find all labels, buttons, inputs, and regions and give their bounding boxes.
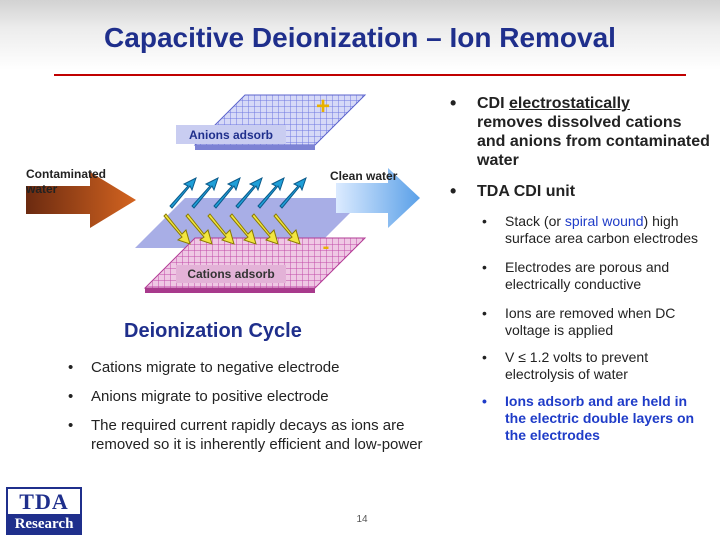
cation-arrow: [229, 213, 257, 245]
cdi-rest: removes dissolved cations and anions fro…: [477, 114, 710, 169]
tda-unit-label: TDA CDI unit: [477, 183, 576, 200]
cycle-bullet: Cations migrate to negative electrode: [68, 358, 428, 377]
tda-logo: TDA Research: [6, 487, 82, 535]
anion-label-box: [176, 125, 286, 144]
bullet-adsorb: Ions adsorb and are held in the electric…: [482, 393, 710, 444]
minus-sign: -: [323, 236, 330, 258]
stack-rest: ) high surface area carbon electrodes: [505, 213, 698, 246]
cation-arrow: [163, 213, 191, 245]
bullet-cdi: CDI electrostatically removes dissolved …: [450, 94, 710, 170]
cation-label-box: [176, 265, 286, 283]
cdi-link: electrostatically: [509, 95, 630, 112]
adsorb-text: Ions adsorb and are held in the electric…: [505, 393, 695, 443]
cdi-prefix: CDI: [477, 95, 509, 112]
anion-arrows: [169, 177, 307, 209]
cycle-bullets: Cations migrate to negative electrode An…: [68, 358, 428, 464]
anion-arrow: [279, 177, 307, 209]
inlet-arrow: [26, 172, 136, 228]
slide-title: Capacitive Deionization – Ion Removal: [104, 22, 616, 53]
cycle-bullet: The required current rapidly decays as i…: [68, 416, 428, 454]
cation-label: Cations adsorb: [187, 267, 274, 281]
bullet-tda-unit: TDA CDI unit: [450, 182, 710, 201]
cation-arrow: [251, 213, 279, 245]
anion-arrow: [169, 177, 197, 209]
cdi-diagram: Anions adsorb + Cations adsorb - Contami…: [25, 93, 420, 293]
title-divider: [54, 74, 686, 76]
outlet-label: Clean water: [330, 169, 398, 183]
cycle-bullet: Anions migrate to positive electrode: [68, 387, 428, 406]
anion-arrow: [213, 177, 241, 209]
anion-label: Anions adsorb: [189, 128, 273, 142]
inlet-label-1: Contaminated: [26, 167, 106, 181]
anion-arrow: [235, 177, 263, 209]
page-number: 14: [356, 514, 368, 525]
anion-arrow: [191, 177, 219, 209]
cation-arrow: [207, 213, 235, 245]
voltage-text: V ≤ 1.2 volts to prevent electrolysis of…: [505, 349, 649, 382]
removed-text: Ions are removed when DC voltage is appl…: [505, 305, 676, 338]
porous-text: Electrodes are porous and electrically c…: [505, 259, 670, 292]
logo-bottom: Research: [8, 514, 80, 534]
cation-arrow: [185, 213, 213, 245]
inlet-label-2: water: [25, 182, 58, 196]
cathode-edge: [145, 288, 315, 293]
bullet-removed: Ions are removed when DC voltage is appl…: [482, 305, 710, 339]
cycle-title: Deionization Cycle: [124, 320, 302, 342]
outlet-arrow: [336, 168, 420, 228]
anode-edge: [195, 145, 315, 150]
plus-sign: +: [316, 93, 330, 120]
stack-highlight: spiral wound: [564, 213, 644, 229]
stack-prefix: Stack (or: [505, 213, 565, 229]
anion-arrow: [257, 177, 285, 209]
bullet-porous: Electrodes are porous and electrically c…: [482, 259, 710, 293]
cation-arrow: [273, 213, 301, 245]
bullet-stack: Stack (or spiral wound) high surface are…: [482, 213, 710, 247]
bullet-voltage: V ≤ 1.2 volts to prevent electrolysis of…: [482, 349, 710, 383]
logo-top: TDA: [19, 489, 69, 514]
cation-arrows: [163, 213, 301, 245]
right-bullets: CDI electrostatically removes dissolved …: [450, 94, 710, 444]
title-band: [0, 0, 720, 70]
